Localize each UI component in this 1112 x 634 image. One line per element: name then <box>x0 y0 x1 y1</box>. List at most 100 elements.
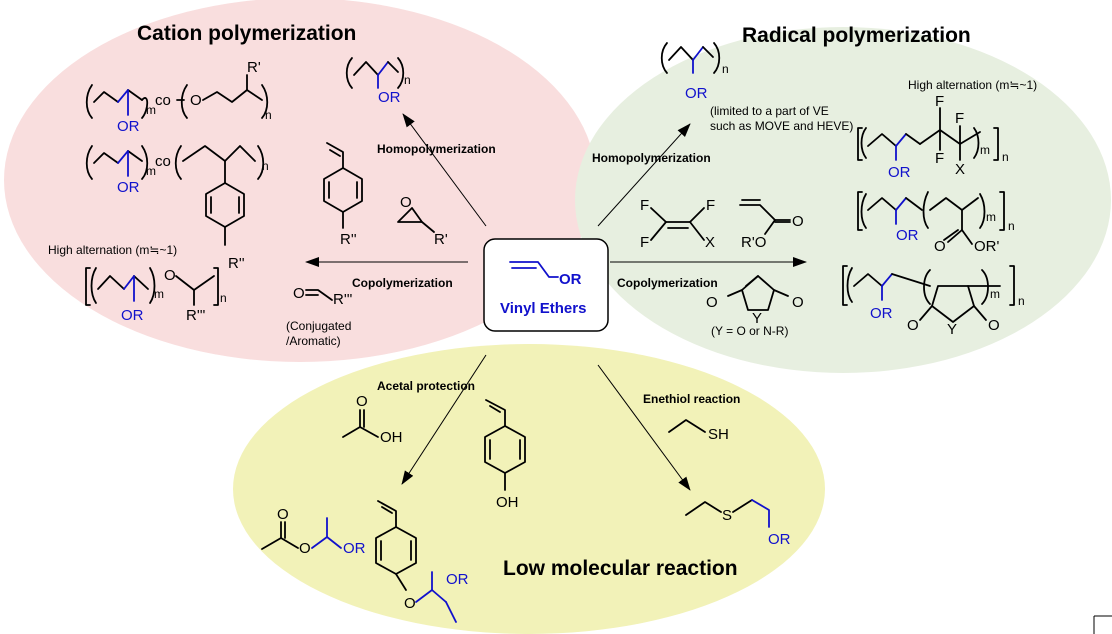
m-subscript: m <box>990 287 1000 301</box>
n-subscript: n <box>1002 150 1009 164</box>
x-label: X <box>955 161 965 178</box>
f-label: F <box>706 197 715 214</box>
co-label: co <box>155 92 171 109</box>
high-alt-note-radical: High alternation (m≒~1) <box>908 78 1037 92</box>
n-subscript: n <box>1008 219 1015 233</box>
s-label: S <box>722 507 732 524</box>
or-label: OR <box>888 164 911 181</box>
cation-region-title: Cation polymerization <box>137 22 356 45</box>
center-label: Vinyl Ethers <box>500 300 586 317</box>
r-prime-label: R' <box>434 231 448 248</box>
oh-label: OH <box>496 494 519 511</box>
m-subscript: m <box>980 143 990 157</box>
n-subscript: n <box>404 73 411 87</box>
aldehyde-monomer-structure: O R''' <box>293 285 353 308</box>
arrow-enethiol <box>597 364 691 491</box>
o-label: O <box>190 92 202 109</box>
arrow-cation-homo <box>402 113 487 227</box>
n-subscript: n <box>220 291 227 305</box>
o-label: O <box>356 393 368 410</box>
cation-copolymer-epoxide-structure: OR m co O R' n <box>85 59 272 135</box>
acetal-ester-product-structure: O O OR <box>261 506 366 557</box>
cation-homopolymer-structure: OR n <box>345 57 411 106</box>
acrylate-monomer-structure: O R'O <box>739 199 804 251</box>
conj-note-line1: (Conjugated <box>286 319 351 333</box>
label-enethiol: Enethiol reaction <box>643 392 740 406</box>
thioether-product-structure: S OR <box>685 499 791 548</box>
cation-copolymer-styrene-structure: OR m co n R'' <box>85 145 269 272</box>
m-subscript: m <box>146 164 156 178</box>
label-radical-homo: Homopolymerization <box>592 151 711 165</box>
or-label: OR <box>378 89 401 106</box>
or-label: OR <box>685 85 708 102</box>
x-label: X <box>705 234 715 251</box>
fluoroolefin-monomer-structure: F F F X <box>640 197 715 251</box>
label-radical-copo: Copolymerization <box>617 276 718 290</box>
o-label: O <box>988 317 1000 334</box>
r-prime-label: R' <box>247 59 261 76</box>
rprime-o-label: R'O <box>741 234 766 251</box>
acetal-hydroxystyrene-product-structure: O OR <box>375 500 469 623</box>
conj-note-line2: /Aromatic) <box>286 334 341 348</box>
or-label: OR <box>768 531 791 548</box>
n-subscript: n <box>265 108 272 122</box>
n-subscript: n <box>1018 294 1025 308</box>
acetic-acid-structure: O OH <box>342 393 403 446</box>
f-label: F <box>640 197 649 214</box>
or-label: OR <box>343 540 366 557</box>
low-molecular-region-title: Low molecular reaction <box>503 557 738 580</box>
o-label: O <box>293 285 305 302</box>
or-label: OR <box>121 307 144 324</box>
styrene-monomer-structure: R'' <box>323 142 363 248</box>
n-subscript: n <box>722 62 729 76</box>
radical-homopolymer-structure: OR n <box>660 42 729 102</box>
reaction-arrows <box>305 113 807 491</box>
o-label: O <box>400 194 412 211</box>
or-label: OR <box>870 305 893 322</box>
f-label: F <box>955 110 964 127</box>
label-acetal: Acetal protection <box>377 379 475 393</box>
cation-alternating-aldehyde-structure: OR m O R''' n <box>85 267 227 324</box>
o-label: O <box>277 506 289 523</box>
oh-label: OH <box>380 429 403 446</box>
label-cation-copo: Copolymerization <box>352 276 453 290</box>
o-label: O <box>706 294 718 311</box>
low-molecular-region <box>233 344 825 634</box>
f-label: F <box>640 234 649 251</box>
or-label: OR <box>446 571 469 588</box>
arrow-acetal <box>401 354 487 485</box>
o-label: O <box>404 595 416 612</box>
or-label: OR <box>117 179 140 196</box>
limited-note-line1: (limited to a part of VE <box>710 104 829 118</box>
limited-note-line2: such as MOVE and HEVE) <box>710 119 853 133</box>
o-label: O <box>792 294 804 311</box>
f-label: F <box>935 150 944 167</box>
radical-copolymer-acrylate-structure: OR O OR' m n <box>857 191 1015 255</box>
r-dprime-label: R'' <box>340 231 357 248</box>
m-subscript: m <box>986 210 996 224</box>
or-prime-label: OR' <box>974 238 1000 255</box>
center-or-label: OR <box>559 271 582 288</box>
arrow-radical-homo <box>597 123 691 227</box>
maleimide-monomer-structure: O O Y <box>706 275 804 327</box>
n-subscript: n <box>262 159 269 173</box>
r-dprime-label: R'' <box>228 255 245 272</box>
radical-region-title: Radical polymerization <box>742 24 971 47</box>
o-label: O <box>299 540 311 557</box>
hydroxystyrene-structure: OH <box>484 399 526 511</box>
r-tprime-label: R''' <box>333 291 353 308</box>
ethanethiol-structure: SH <box>668 419 729 443</box>
o-label: O <box>792 213 804 230</box>
or-label: OR <box>117 118 140 135</box>
radical-alternating-maleimide-structure: OR O O Y m n <box>842 265 1025 338</box>
y-label: Y <box>947 321 957 338</box>
y-note: (Y = O or N-R) <box>711 324 788 338</box>
r-tprime-label: R''' <box>186 307 206 324</box>
m-subscript: m <box>146 103 156 117</box>
o-label: O <box>164 267 176 284</box>
co-label: co <box>155 153 171 170</box>
corner-mark <box>1093 615 1112 634</box>
o-label: O <box>934 238 946 255</box>
label-cation-homo: Homopolymerization <box>377 142 496 156</box>
